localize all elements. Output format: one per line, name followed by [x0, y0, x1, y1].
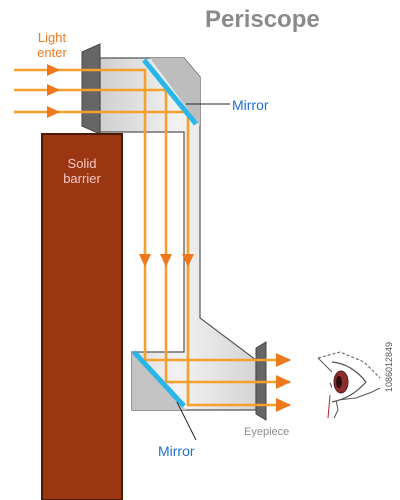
light-enter-label: Light enter [37, 30, 67, 60]
eye-icon [317, 351, 381, 419]
arrow-down-1 [139, 254, 151, 267]
arrow-down-3 [182, 254, 194, 267]
arrow-down-2 [160, 254, 172, 267]
arrow-in-1 [47, 64, 60, 76]
arrow-out-2 [276, 375, 291, 389]
arrow-in-3 [47, 106, 60, 118]
ray-arrows [47, 64, 291, 412]
mirror-top-label: Mirror [232, 97, 269, 113]
top-mirror [142, 58, 198, 126]
diagram-title: Periscope [205, 6, 320, 33]
tube-shading-top [150, 58, 200, 126]
watermark-id: 1086012849 [384, 341, 394, 392]
arrow-out-3 [276, 398, 291, 412]
light-ray-1 [14, 68, 290, 362]
bottom-mirror [132, 350, 186, 408]
light-ray-2 [14, 88, 290, 384]
eyepiece-label: Eyepiece [244, 426, 290, 438]
mirror-bottom-label: Mirror [158, 443, 195, 459]
solid-barrier [41, 133, 123, 500]
mirror-bottom-pointer [176, 401, 197, 441]
solid-barrier-label: Solid barrier [63, 156, 101, 186]
arrow-in-2 [47, 84, 60, 96]
arrow-out-1 [276, 353, 291, 367]
